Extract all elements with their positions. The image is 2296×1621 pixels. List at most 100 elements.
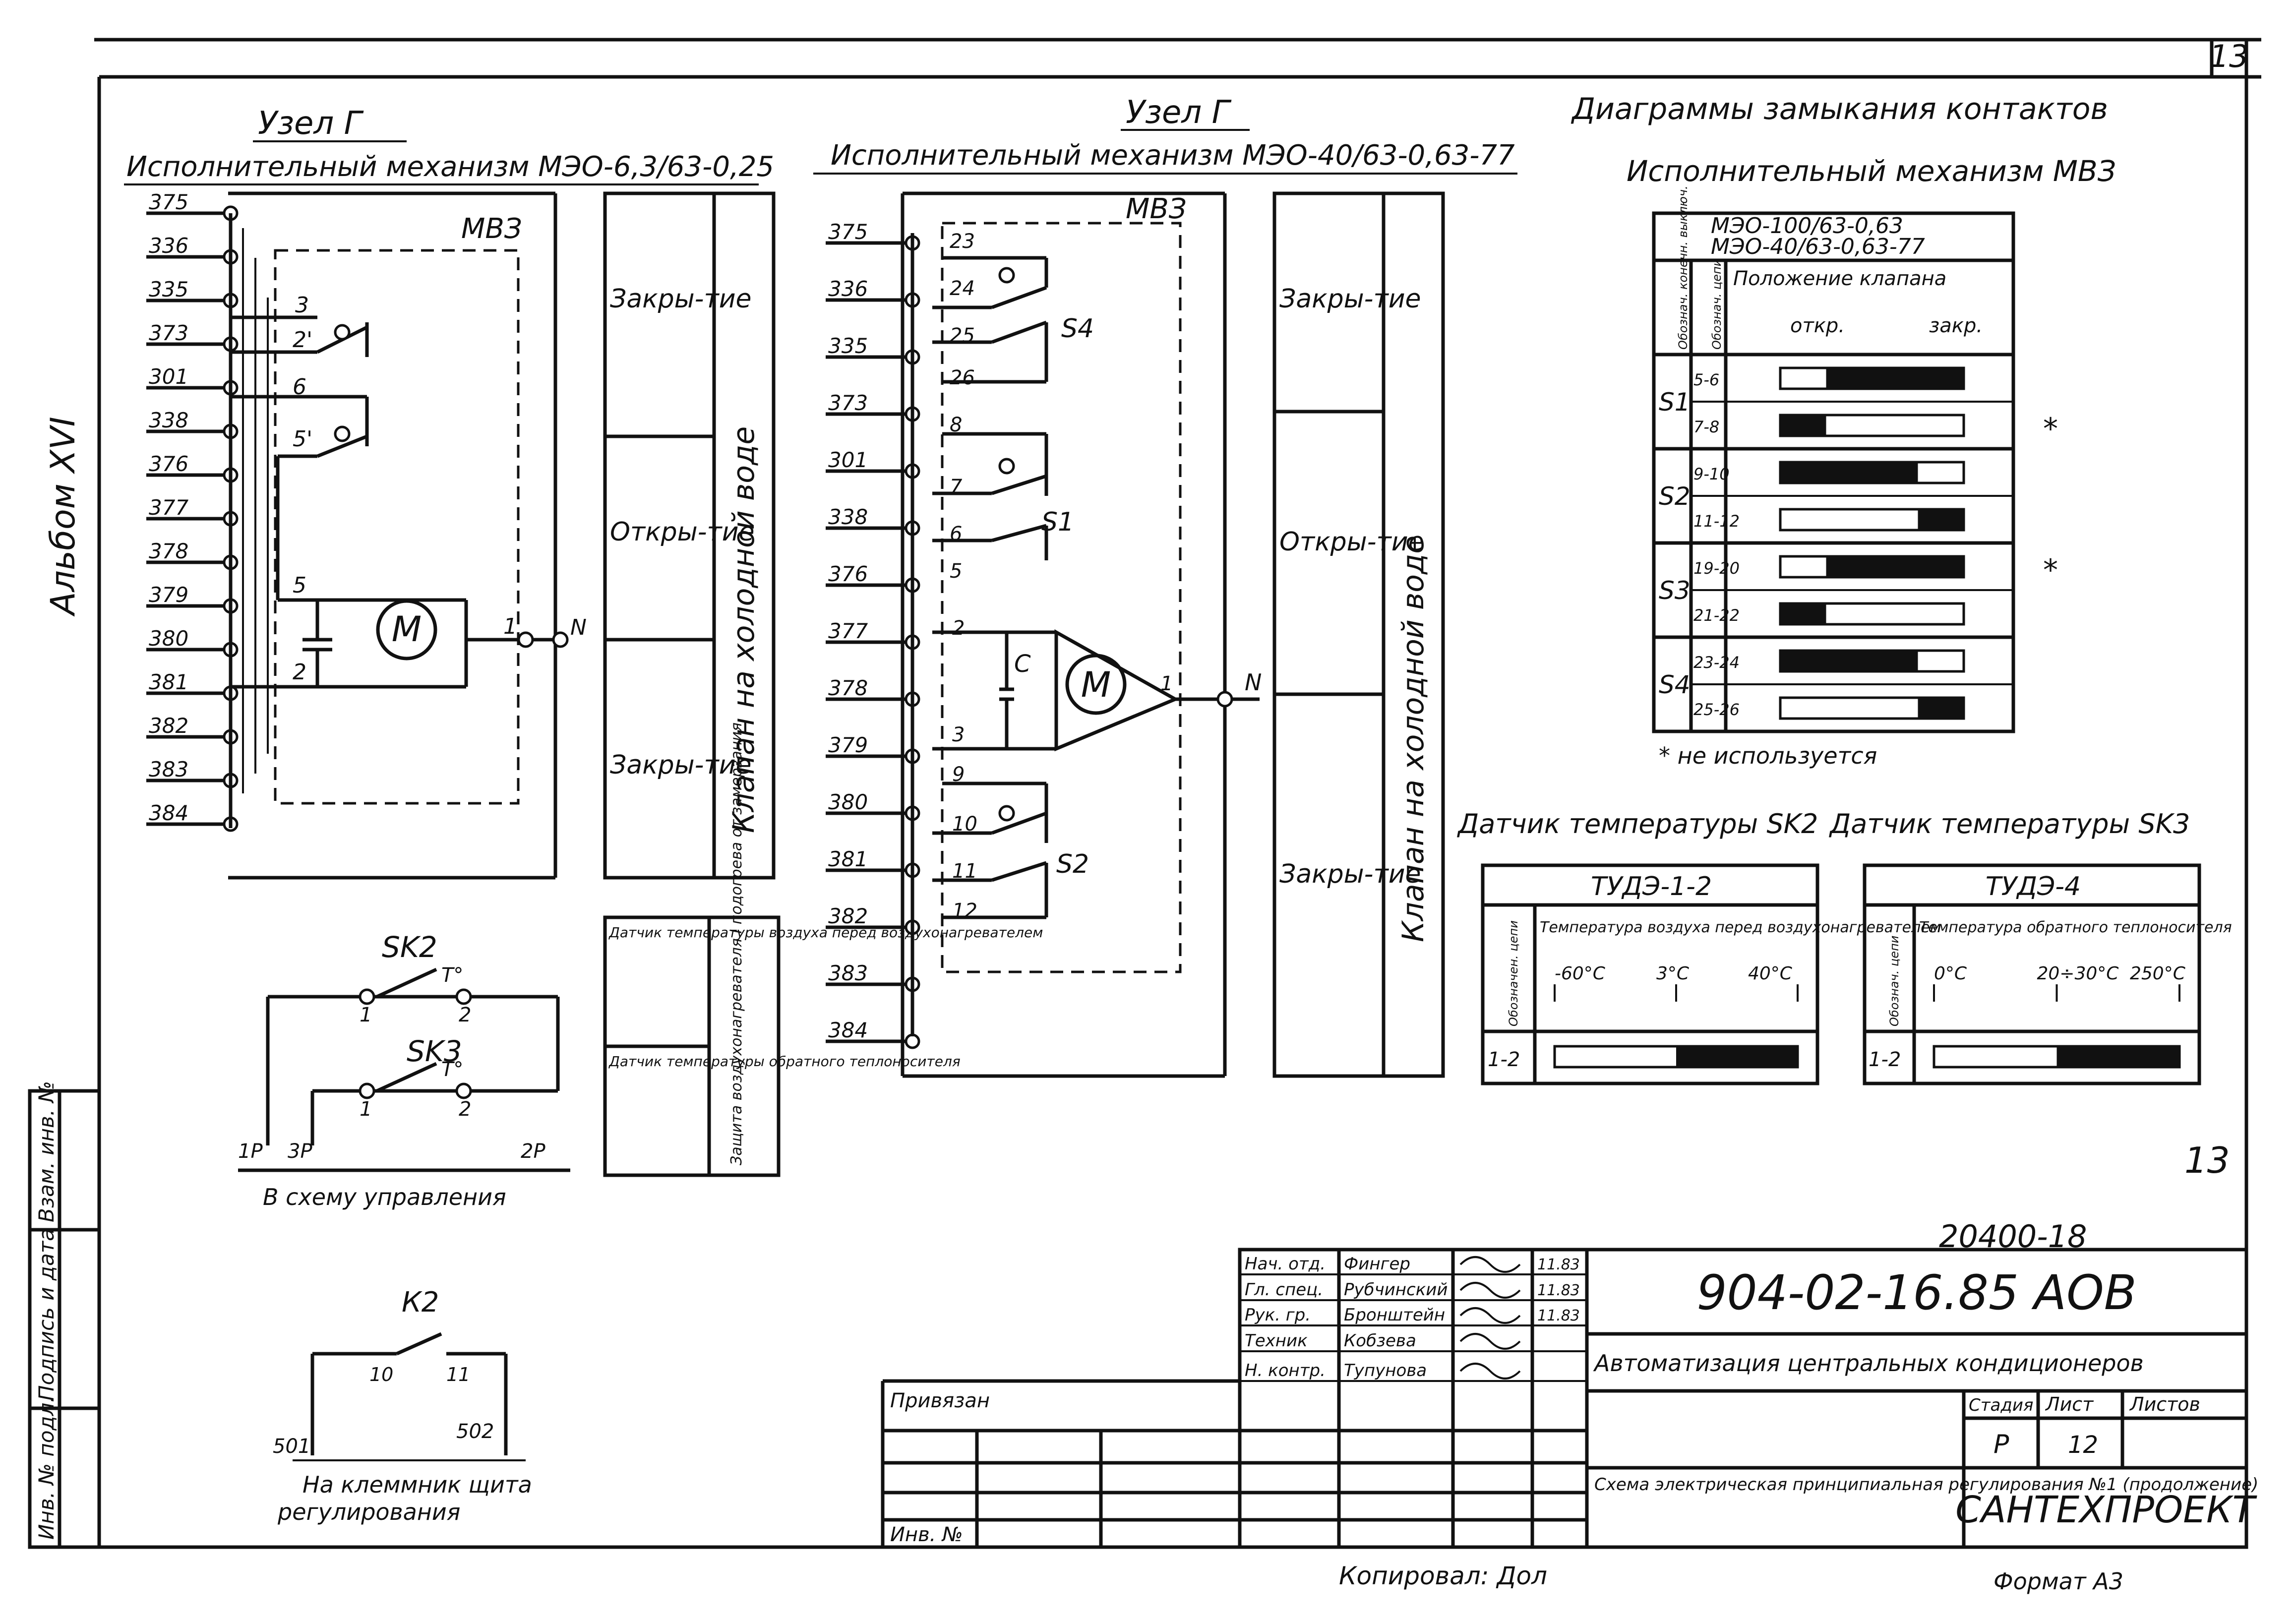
k2-caption-1: На клеммник щита (302, 1471, 532, 1498)
cd-circuit-label: 11-12 (1693, 512, 1740, 531)
left-contact-2p: 2' (293, 327, 312, 353)
staff-signature (1459, 1363, 1521, 1380)
left-contact-5p: 5' (293, 426, 312, 452)
sk3-label: SK3 (407, 1034, 462, 1068)
cd-switch-label: S1 (1659, 388, 1691, 417)
staff-date: 11.83 (1537, 1256, 1580, 1273)
tb-drawing: Схема электрическая принципиальная регул… (1594, 1475, 2258, 1495)
sk3-tick-label: 0°C (1934, 963, 1967, 984)
side-label-sign: Подпись и дата (34, 1228, 59, 1401)
left-terminal-label: 380 (149, 626, 188, 651)
cd-switch-label: S3 (1659, 576, 1691, 605)
cd-closed-bar (1780, 415, 1826, 436)
left-terminal-label: 301 (149, 364, 188, 389)
mid-terminal-label: 373 (828, 391, 868, 415)
left-terminal-label: 338 (149, 408, 188, 432)
cd-switch-label: S2 (1659, 482, 1691, 511)
sensor-note-left2: Датчик температуры обратного теплоносите… (608, 1053, 961, 1070)
left-terminal-label: 384 (149, 801, 188, 825)
mid-c-26: 26 (950, 366, 975, 389)
cd-subtitle: Исполнительный механизм МВЗ (1627, 154, 2116, 188)
copy-note: Копировал: Дол (1339, 1561, 1547, 1590)
mid-c-8: 8 (950, 414, 962, 436)
sk3-tick-label: 20÷30°C (2037, 963, 2119, 984)
left-contact-5: 5 (293, 573, 306, 598)
staff-signature (1459, 1333, 1521, 1350)
sk-end-2p: 2Р (521, 1140, 545, 1163)
staff-signature (1459, 1307, 1521, 1324)
left-terminal-label: 378 (149, 539, 188, 563)
tb-code: 904-02-16.85 АОВ (1696, 1265, 2136, 1321)
cd-closed-bar (1918, 698, 1964, 719)
tb-stage-label: Стадия (1969, 1395, 2033, 1415)
tb-bound-label: Привязан (890, 1389, 990, 1412)
mid-terminal-label: 301 (828, 448, 868, 472)
left-terminal-label: 379 (149, 583, 188, 607)
cd-circuit-label: 5-6 (1693, 370, 1719, 389)
side-label-inv: Инв. № подл. (34, 1396, 59, 1540)
cd-col-header-1: Обознач. конечн. выключ. (1676, 185, 1690, 350)
left-terminal-label: 336 (149, 234, 188, 258)
left-motor-label: М (392, 609, 422, 650)
mid-terminal-label: 381 (828, 847, 868, 871)
left-func-open: Откры-тие (610, 517, 755, 547)
format-label: Формат А3 (1994, 1568, 2123, 1595)
cd-closed-bar (1780, 462, 1918, 483)
k2-circuit: К2 10 11 501 502 На клеммник щита регули… (273, 1286, 532, 1525)
cd-closed-bar (1826, 368, 1964, 389)
sk2-label: SK2 (382, 930, 437, 964)
sk-circuit: SK2 T° 1 2 SK3 T° 1 2 1Р 3Р 2Р В схему у… (238, 930, 570, 1210)
tb-inv-label: Инв. № (890, 1523, 963, 1546)
sk2-circuit-header: Обозначен. цепи (1507, 920, 1520, 1026)
k2-pin-10: 10 (369, 1364, 393, 1385)
mid-switch-s4: S4 (1061, 314, 1094, 344)
mid-terminal-label: 336 (828, 277, 868, 301)
sk3-tmark: T° (441, 1058, 463, 1081)
mid-c-5: 5 (950, 560, 962, 583)
staff-date: 11.83 (1537, 1307, 1580, 1324)
cd-model-1: МЭО-100/63-0,63 (1711, 213, 1903, 239)
tb-stage: Р (1994, 1430, 2009, 1459)
staff-name: Рубчинский (1344, 1280, 1448, 1300)
sk3-circuit: 1-2 (1869, 1048, 1901, 1071)
page-number: 13 (2210, 38, 2249, 74)
left-neutral: N (570, 615, 587, 640)
mid-c-24: 24 (950, 277, 975, 300)
mid-terminal-label: 338 (828, 505, 868, 529)
left-func-close-2: Закры-тие (610, 750, 752, 780)
left-contact-1: 1 (503, 614, 517, 639)
left-terminal-label: 377 (149, 495, 188, 520)
sensor-sk2: Датчик температуры SK2 ТУДЭ-1-2 Температ… (1457, 808, 1941, 1085)
cd-title: Диаграммы замыкания контактов (1571, 92, 2108, 126)
mid-motor-label: М (1081, 664, 1111, 705)
sk2-tick-label: 3°C (1656, 963, 1690, 984)
left-contact-2: 2 (293, 660, 306, 685)
cd-circuit-label: 9-10 (1693, 465, 1730, 483)
sk2-tick-label: -60°C (1555, 963, 1606, 984)
mid-c-23: 23 (950, 230, 975, 253)
left-terminal-label: 381 (149, 670, 188, 694)
cd-switch-label: S4 (1659, 670, 1691, 699)
sk-caption: В схему управления (263, 1184, 506, 1210)
mid-terminal-label: 378 (828, 676, 868, 700)
cd-closed-bar (1918, 509, 1964, 530)
sk3-pin-2: 2 (459, 1098, 471, 1121)
sk3-on-bar (2056, 1046, 2179, 1067)
sk-end-1p: 1Р (238, 1140, 263, 1163)
cd-open: откр. (1790, 314, 1845, 337)
mid-func-close-1: Закры-тие (1279, 284, 1421, 314)
tb-project: Автоматизация центральных кондиционеров (1593, 1350, 2144, 1377)
sk3-tick-label: 250°C (2130, 963, 2186, 984)
mid-c-2: 2 (952, 617, 965, 640)
tb-sheets-label: Листов (2129, 1393, 2200, 1415)
sk3-pin-1: 1 (360, 1098, 372, 1121)
mid-switch-s1: S1 (1041, 507, 1074, 537)
k2-end-501: 501 (273, 1435, 310, 1458)
mid-c-12: 12 (952, 900, 977, 922)
sk2-header: Температура воздуха перед воздухонагрева… (1540, 919, 1941, 936)
mid-mechanism: Узел Г Исполнительный механизм МЭО-40/63… (813, 94, 1517, 1078)
tb-sheet-label: Лист (2045, 1393, 2094, 1415)
k2-pin-11: 11 (446, 1364, 470, 1385)
mid-c-25: 25 (950, 324, 975, 347)
